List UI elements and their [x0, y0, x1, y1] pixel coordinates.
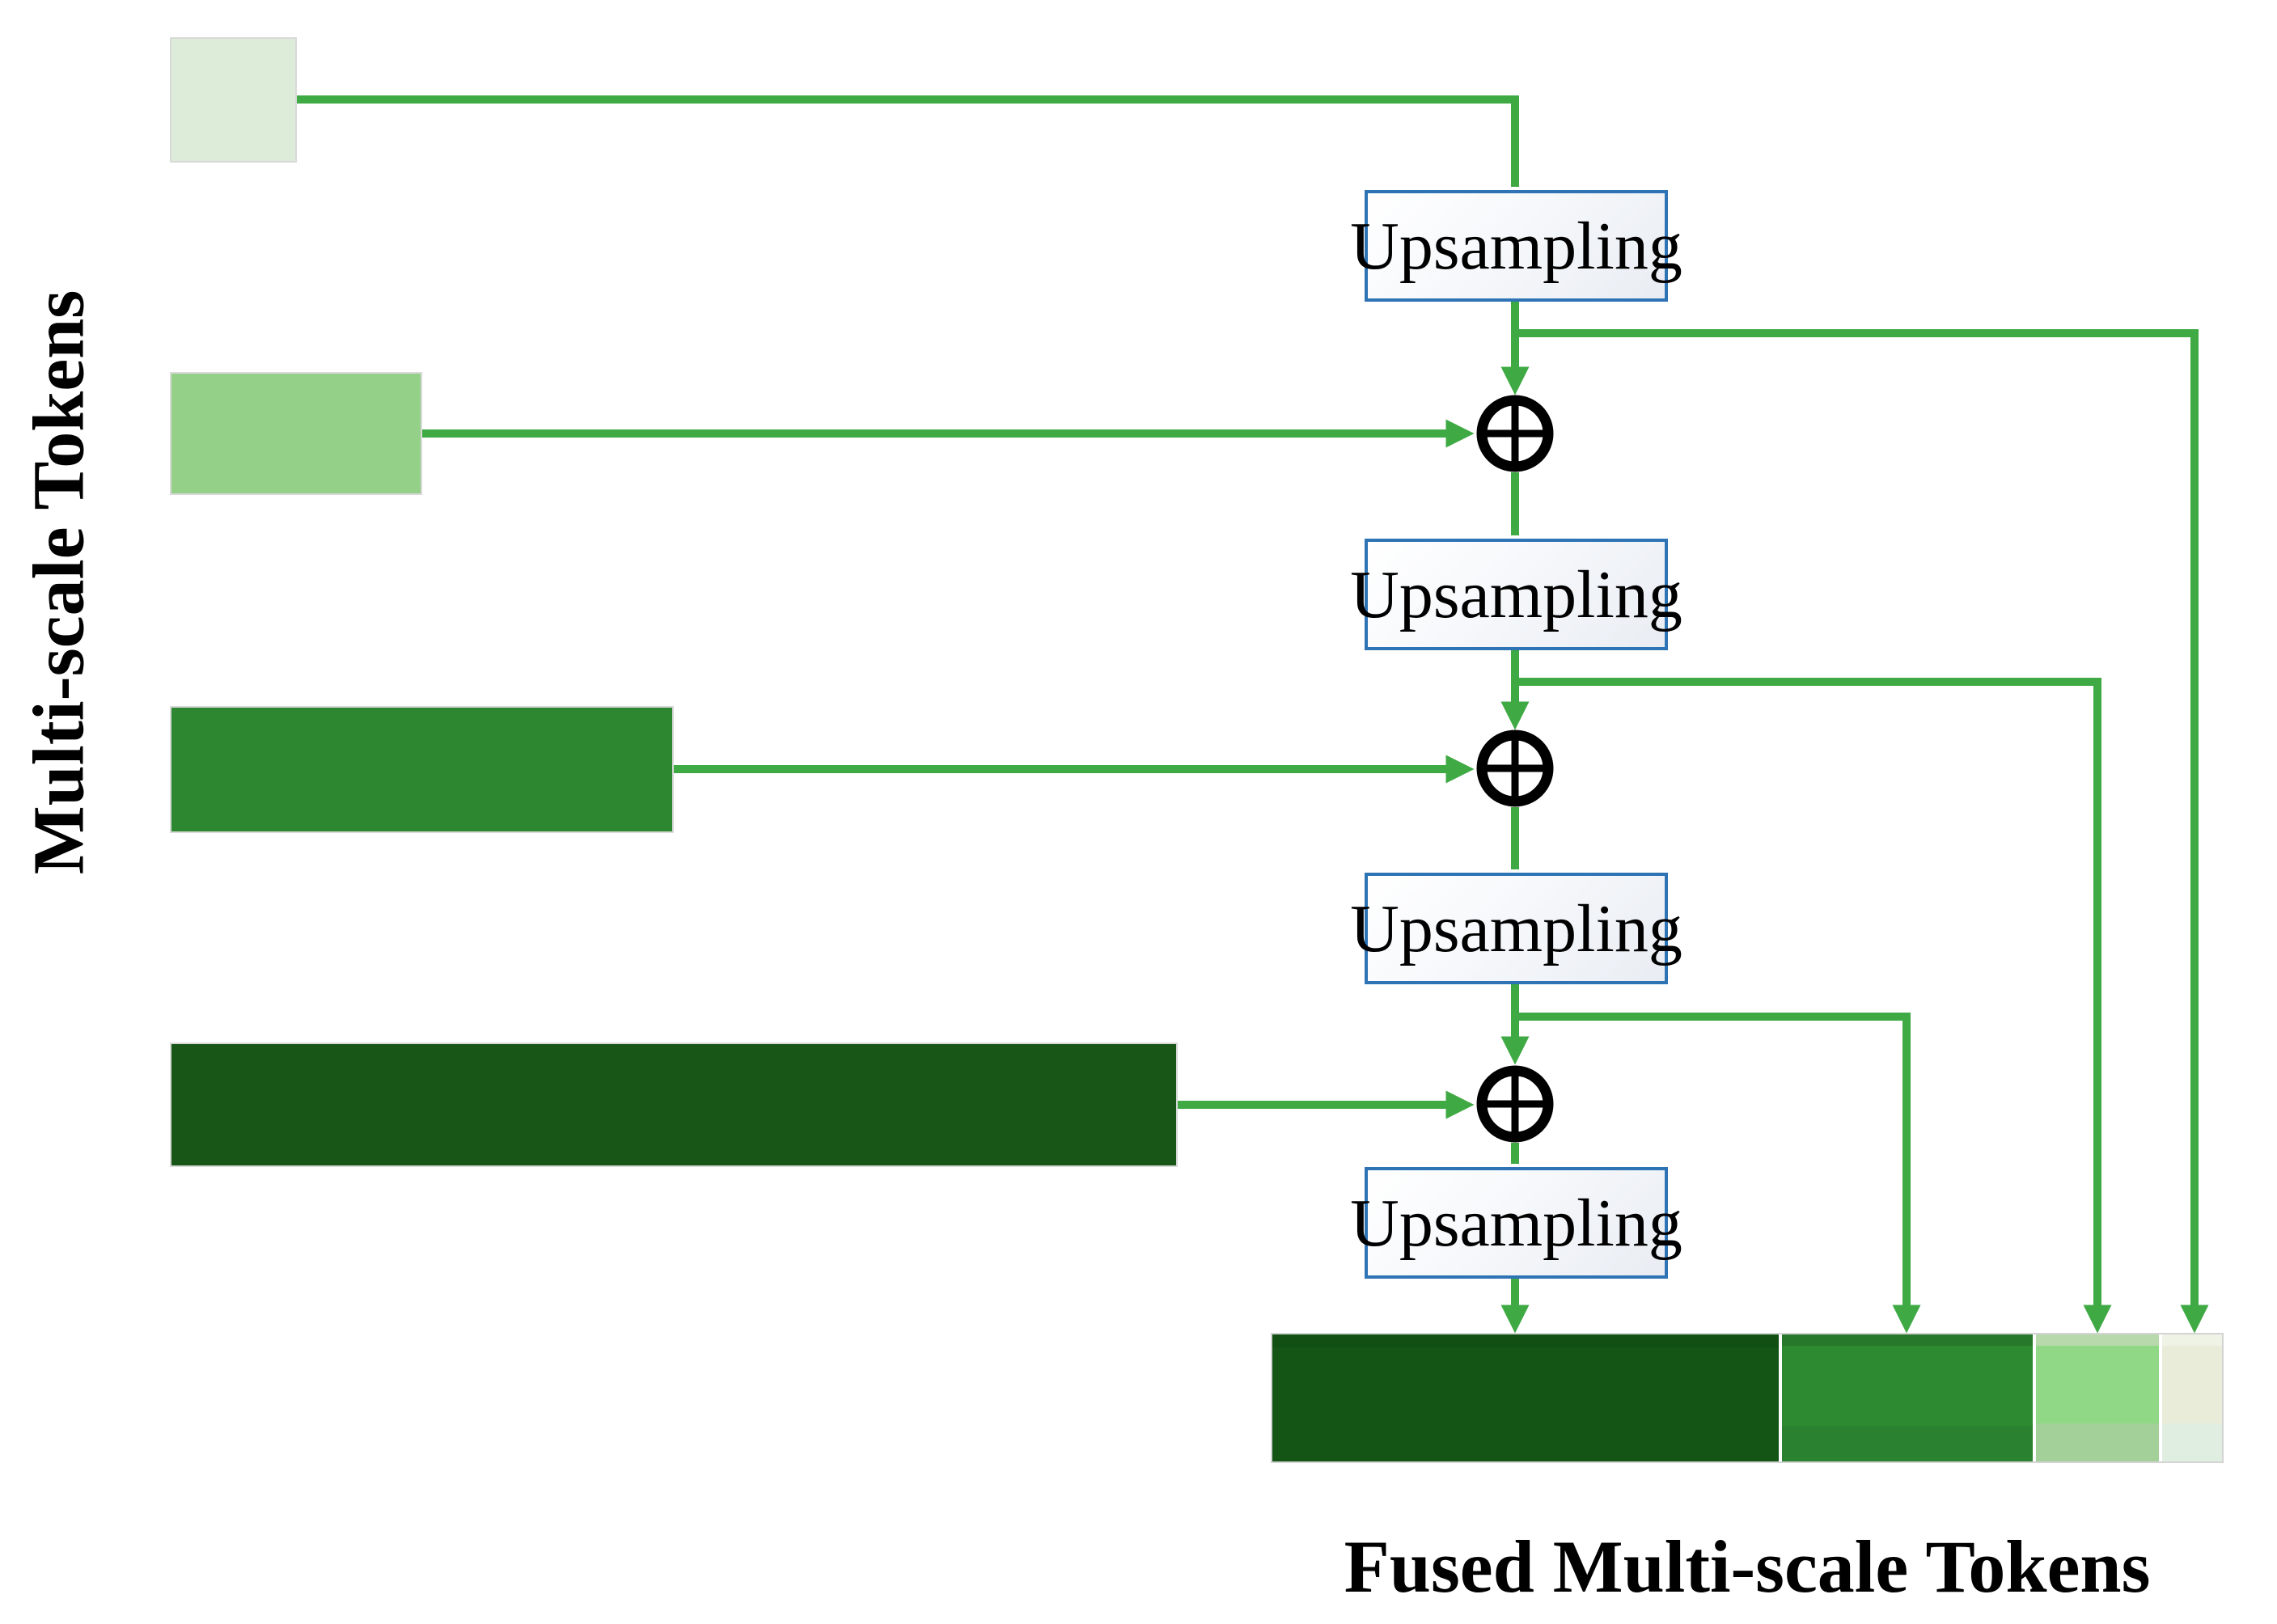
upsampling-box-1-label: Upsampling — [1350, 208, 1682, 284]
fused-segment-4 — [2162, 1334, 2222, 1461]
upsampling-box-4: Upsampling — [1350, 1167, 1682, 1279]
fused-multiscale-tokens-label: Fused Multi-scale Tokens — [1344, 1525, 2151, 1608]
fused-segment-2 — [1782, 1334, 2033, 1461]
fused-token-bar — [1271, 1333, 2224, 1463]
add-icon-3 — [1476, 1065, 1554, 1143]
token-scale-2 — [170, 372, 422, 495]
multiscale-tokens-label: Multi-scale Tokens — [19, 290, 99, 875]
upsampling-box-1: Upsampling — [1350, 190, 1682, 302]
arrow-skip3-to-fused-seg2 — [1515, 1013, 1921, 1334]
arrow-token1-to-upsampling1 — [297, 95, 1519, 187]
add-icon-1 — [1476, 395, 1554, 472]
arrow-skip2-to-fused-seg3 — [1515, 678, 2112, 1334]
upsampling-box-3-label: Upsampling — [1350, 890, 1682, 966]
arrow-skip1-to-fused-seg4 — [1515, 329, 2209, 1334]
add-icon-2 — [1476, 730, 1554, 807]
upsampling-box-3: Upsampling — [1350, 873, 1682, 984]
fused-segment-1 — [1272, 1334, 1779, 1461]
upsampling-box-2: Upsampling — [1350, 539, 1682, 650]
upsampling-box-2-label: Upsampling — [1350, 556, 1682, 632]
token-scale-4 — [170, 1042, 1178, 1167]
token-scale-1 — [170, 37, 297, 163]
fused-segment-3 — [2036, 1334, 2159, 1461]
token-scale-3 — [170, 706, 674, 833]
upsampling-box-4-label: Upsampling — [1350, 1185, 1682, 1261]
